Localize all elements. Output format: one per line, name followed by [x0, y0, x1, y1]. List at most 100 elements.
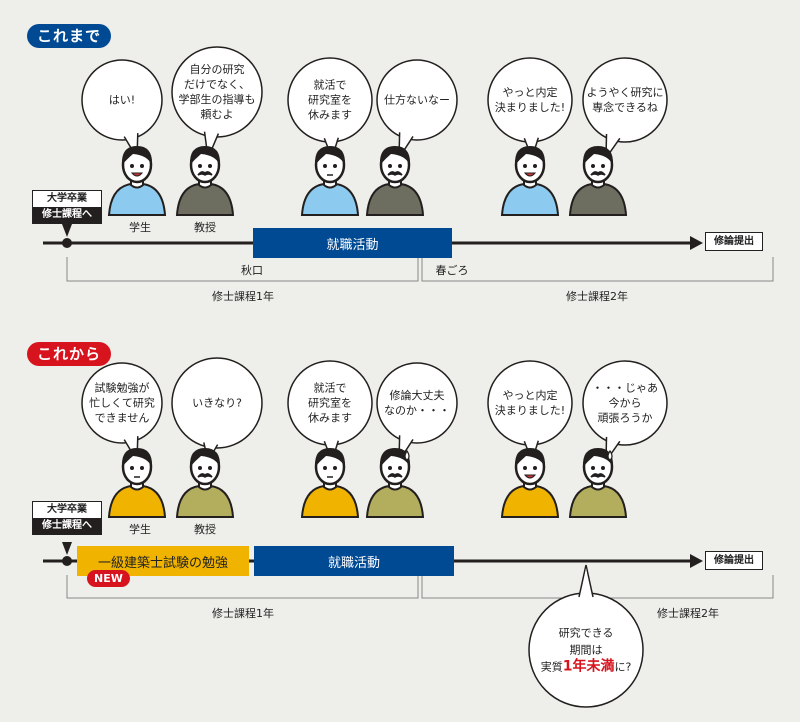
speech-bubble-text: 自分の研究 だけでなく、 学部生の指導も 頼むよ: [178, 63, 256, 121]
hair: [189, 146, 221, 165]
callout-line1: 研究できる: [558, 626, 614, 640]
professor-figure: [568, 146, 628, 216]
callout-bubble: [528, 564, 644, 708]
mustache: [590, 171, 606, 176]
eye: [533, 466, 537, 470]
eye: [523, 164, 527, 168]
start-line1: 大学卒業: [33, 191, 101, 207]
eye: [388, 164, 392, 168]
hair: [189, 448, 221, 467]
mustache: [387, 171, 403, 176]
mustache: [590, 473, 606, 478]
hair: [314, 448, 346, 467]
professor-label: 教授: [194, 523, 216, 536]
start-box: 大学卒業 修士課程へ: [32, 501, 102, 535]
eye: [601, 466, 605, 470]
year2-bracket: [421, 257, 774, 282]
callout-text: 研究できる 期間は 実質1年未満に?: [541, 625, 632, 676]
callout-prefix: 実質: [540, 660, 563, 674]
bubble-circle: [81, 362, 163, 444]
body: [300, 485, 360, 518]
student-figure: [300, 146, 360, 216]
student-label: 学生: [129, 523, 151, 536]
body: [175, 485, 235, 518]
bubble-circle: [376, 362, 458, 444]
bubble-circle: [376, 59, 458, 141]
bubble-circle: [582, 360, 668, 446]
start-pin: [62, 542, 72, 555]
eye: [323, 164, 327, 168]
start-box: 大学卒業 修士課程へ: [32, 190, 102, 224]
hair: [121, 448, 153, 467]
speech-bubble-text: やっと内定 決まりました!: [494, 86, 566, 114]
bubble-tail-fill: [606, 134, 619, 156]
arrowhead-icon: [690, 554, 703, 568]
student-figure: [500, 146, 560, 216]
speech-bubble: [376, 59, 458, 161]
year2-label: 修士課程2年: [566, 290, 628, 303]
eye: [323, 466, 327, 470]
eye: [333, 466, 337, 470]
spring-label: 春ごろ: [435, 264, 469, 277]
start-line1: 大学卒業: [33, 502, 101, 518]
bubble-tail-fill: [580, 568, 592, 597]
mustache: [387, 473, 403, 478]
eye: [388, 466, 392, 470]
start-pin: [62, 224, 72, 237]
speech-bubble-text: ・・・じゃあ 今から 頑張ろうか: [592, 381, 658, 425]
speech-bubble-text: はい!: [108, 93, 136, 107]
body: [568, 183, 628, 216]
callout-highlight: 1年未満: [562, 658, 615, 675]
callout-line2: 期間は: [569, 643, 603, 657]
eye: [398, 466, 402, 470]
body: [500, 485, 560, 518]
start-dot: [62, 556, 72, 566]
sweat-drop-icon: [404, 449, 410, 461]
before-badge: これまで: [27, 24, 112, 48]
student-label: 学生: [129, 221, 151, 234]
autumn-label: 秋口: [241, 264, 263, 277]
professor-figure: [568, 448, 628, 518]
body: [300, 183, 360, 216]
mustache: [197, 171, 213, 176]
student-figure: [107, 448, 167, 518]
eye: [130, 466, 134, 470]
professor-figure: [175, 448, 235, 518]
arrowhead-icon: [690, 236, 703, 250]
eye: [591, 466, 595, 470]
speech-bubble-text: 試験勉強が 忙しくて研究 できません: [89, 381, 155, 425]
speech-bubble-text: 就活で 研究室を 休みます: [308, 381, 352, 425]
professor-figure: [365, 448, 425, 518]
thesis-submission-box: 修論提出: [705, 232, 763, 251]
start-dot: [62, 238, 72, 248]
student-figure: [300, 448, 360, 518]
eye: [208, 466, 212, 470]
bubble-circle: [582, 57, 668, 143]
speech-bubble-text: やっと内定 決まりました!: [494, 389, 566, 417]
eye: [533, 164, 537, 168]
exam-study-bar: 一級建築士試験の勉強: [77, 546, 249, 576]
body: [107, 183, 167, 216]
hair: [514, 448, 546, 467]
student-figure: [107, 146, 167, 216]
sweat-drop-icon: [607, 449, 613, 461]
student-figure: [500, 448, 560, 518]
year2-label: 修士課程2年: [657, 607, 719, 620]
body: [500, 183, 560, 216]
eye: [140, 164, 144, 168]
hair: [314, 146, 346, 165]
start-line2: 修士課程へ: [33, 207, 101, 223]
speech-bubble: [81, 59, 163, 161]
speech-bubble: [171, 46, 263, 161]
professor-label: 教授: [194, 221, 216, 234]
job-hunting-bar: 就職活動: [253, 228, 452, 258]
hair: [582, 448, 614, 467]
bubble-circle: [81, 59, 163, 141]
eye: [398, 164, 402, 168]
eye: [140, 466, 144, 470]
hair: [379, 146, 411, 165]
speech-bubble: [487, 57, 573, 161]
eye: [591, 164, 595, 168]
mouth: [130, 172, 144, 177]
speech-bubble-text: いきなり?: [192, 396, 242, 410]
